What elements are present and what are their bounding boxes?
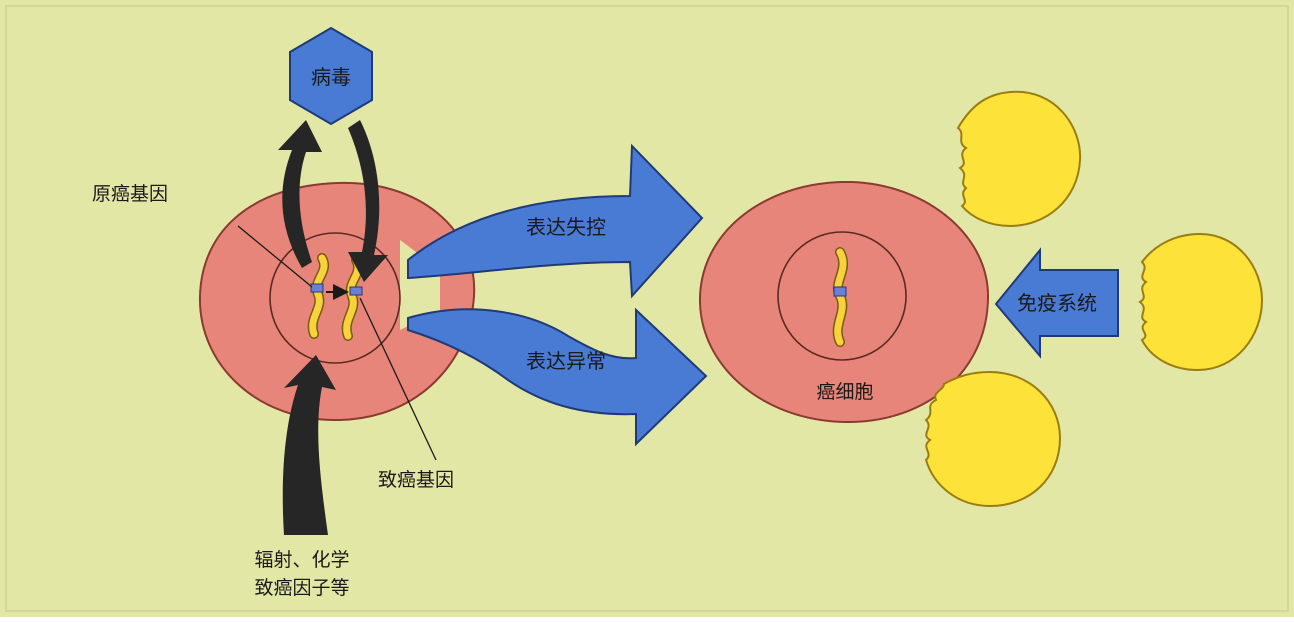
proto-oncogene-leader (237, 225, 313, 288)
proto-oncogene-label: 原癌基因 (92, 183, 168, 205)
oncogene-label: 致癌基因 (378, 469, 454, 491)
chromosome-left (307, 253, 329, 339)
arrow-expression-abnormal (407, 307, 708, 447)
immune-cell-top (956, 90, 1082, 228)
normal-cell (198, 181, 476, 422)
arrow-to-virus (278, 120, 322, 268)
immune-cell-bottom (924, 370, 1062, 508)
frame (5, 5, 1289, 612)
virus-hexagon (289, 26, 373, 126)
arrow-expression-out-of-control (407, 143, 704, 299)
chromosome-cancer (832, 247, 849, 347)
arrow-from-carcinogens (282, 355, 336, 535)
cancer-cell-label: 癌细胞 (816, 381, 873, 403)
expression-abnormal-label: 表达异常 (526, 349, 606, 373)
arrow-immune-system (994, 247, 1119, 359)
immune-cell-right (1138, 232, 1264, 372)
carcinogens-label-line2: 致癌因子等 (254, 577, 349, 599)
proto-oncogene-band (310, 283, 324, 293)
normal-cell-nucleus (269, 232, 401, 364)
chromosome-right (341, 255, 363, 341)
cancer-cell-nucleus (777, 231, 907, 361)
expression-out-of-control-label: 表达失控 (526, 215, 606, 239)
carcinogens-label-line1: 辐射、化学 (254, 549, 349, 571)
arrow-from-virus (348, 120, 388, 282)
oncogene-leader (359, 297, 437, 461)
virus-label: 病毒 (311, 65, 351, 89)
cancer-oncogene-band (833, 286, 847, 297)
immune-system-label: 免疫系统 (1017, 291, 1097, 315)
oncogene-band (349, 286, 363, 296)
